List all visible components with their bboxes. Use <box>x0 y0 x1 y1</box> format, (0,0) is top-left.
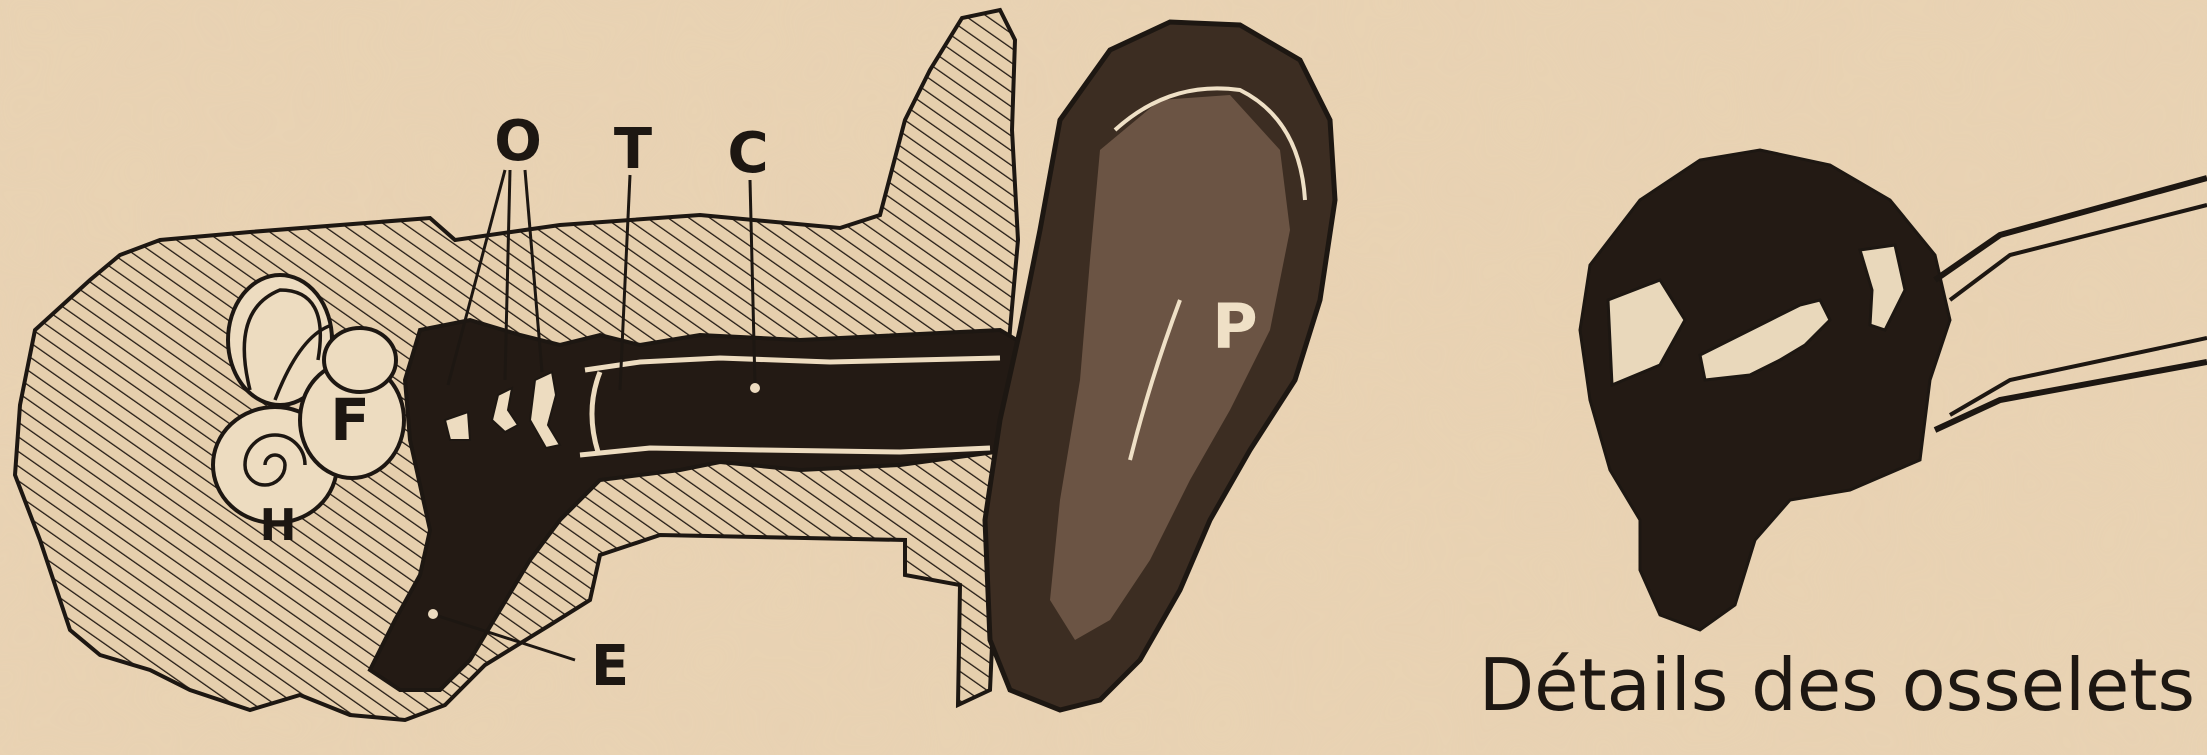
label-e: E <box>591 634 629 699</box>
label-p: P <box>1212 290 1257 363</box>
pointer-dot-e <box>428 609 438 619</box>
label-c: C <box>727 121 768 186</box>
label-t: T <box>614 117 652 182</box>
label-o: O <box>494 109 542 174</box>
label-h: H <box>260 500 297 551</box>
pointer-dot-c <box>750 383 760 393</box>
label-f: F <box>330 386 370 454</box>
caption-ossicles-details: Détails des osselets <box>1479 643 2195 727</box>
